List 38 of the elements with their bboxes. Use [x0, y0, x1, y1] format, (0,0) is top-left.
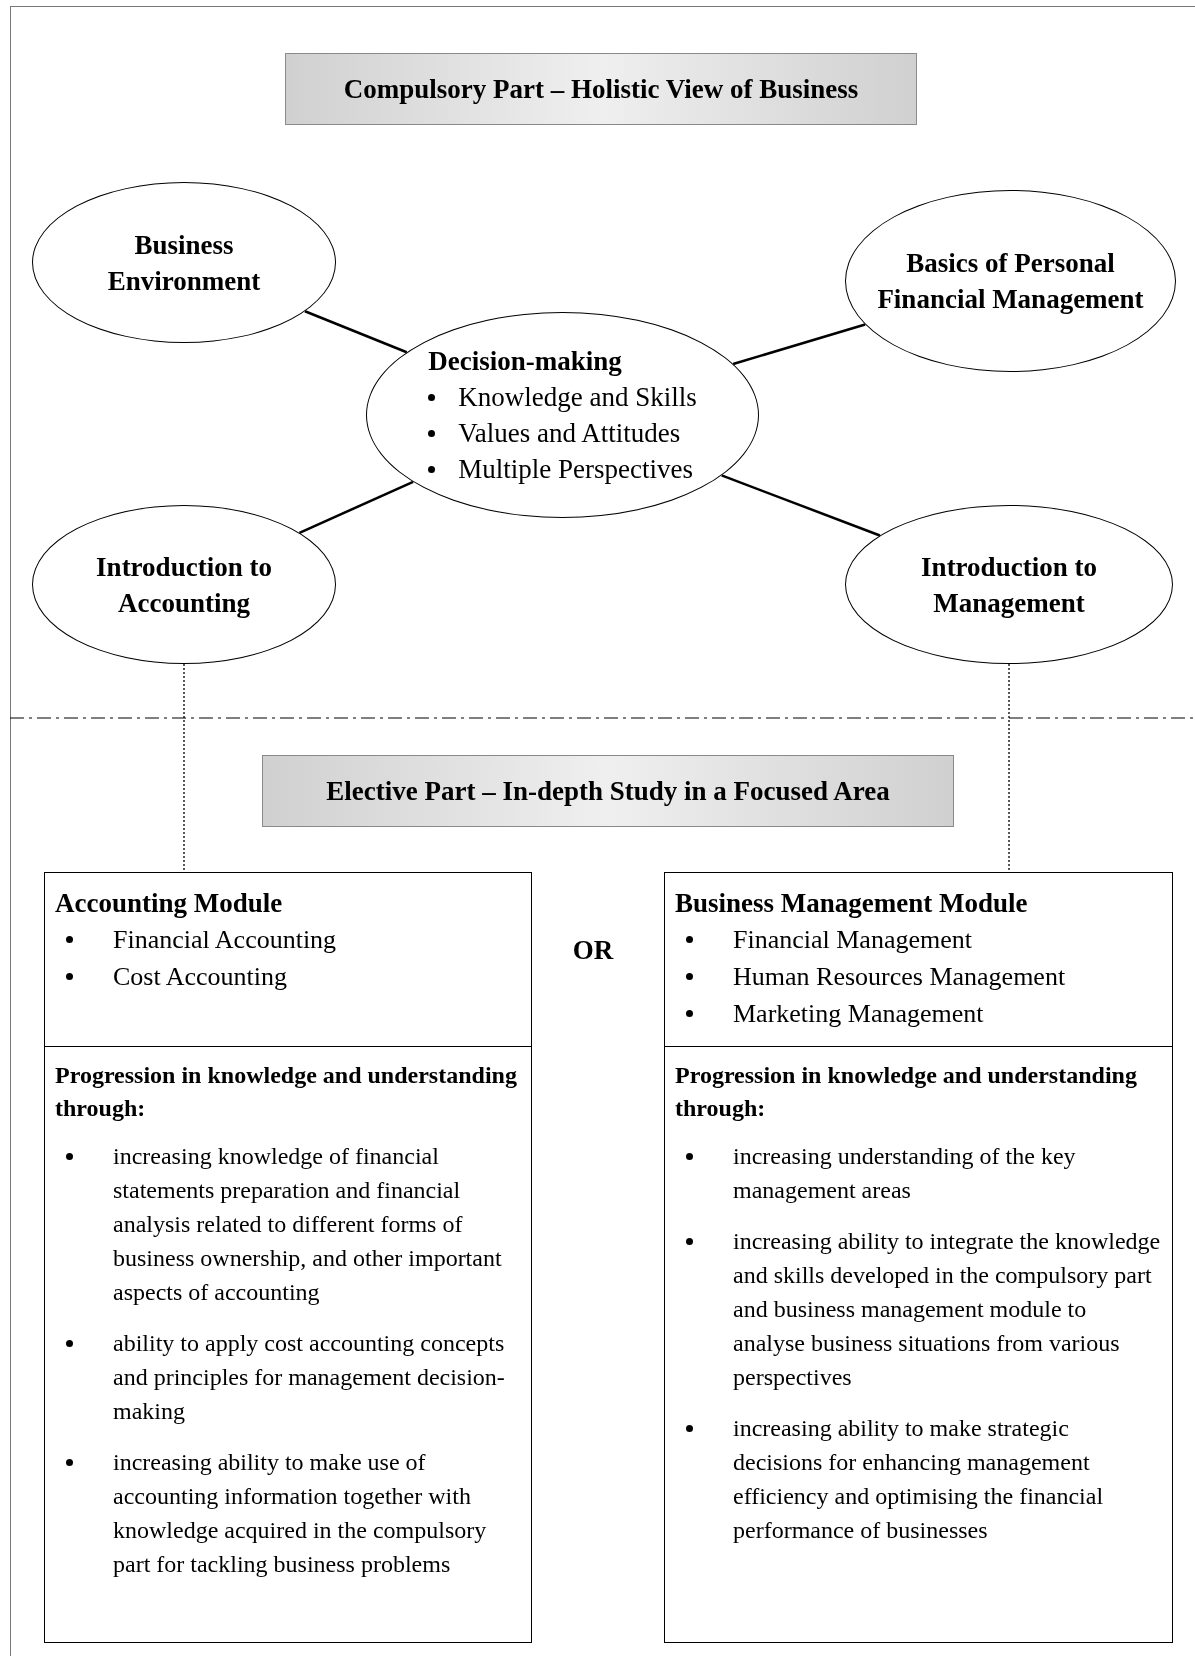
connector-line [304, 310, 408, 354]
list-item: ability to apply cost accounting concepts and principles for management decision-making [113, 1329, 506, 1426]
section-heading: Progression in knowledge and understanding through: [675, 1061, 1138, 1123]
connector-line [721, 474, 881, 537]
progression-box [664, 1046, 1173, 1643]
dotted-connector [1008, 663, 1010, 873]
list-item: increasing knowledge of financial statements preparation and financial analysis related to different forms of business ownership, and other important aspects of accounting [113, 1142, 503, 1307]
section-heading: Progression in knowledge and understanding through: [55, 1061, 518, 1123]
or-label: OR [571, 934, 615, 967]
section-banner [262, 755, 954, 827]
list-item: Financial Management [733, 925, 972, 954]
node-heading: Decision-making [428, 345, 623, 378]
section-banner [285, 53, 917, 125]
connector-line [732, 323, 866, 366]
banner-title: Compulsory Part – Holistic View of Business [343, 72, 859, 106]
list-item: Marketing Management [733, 999, 984, 1028]
progression-box [44, 1046, 532, 1643]
list-item: Values and Attitudes [458, 418, 681, 448]
banner-title: Elective Part – In-depth Study in a Focused Area [326, 774, 890, 808]
module-box [664, 872, 1173, 1047]
module-heading: Business Management Module [675, 887, 1029, 920]
dotted-connector [183, 663, 185, 873]
module-box [44, 872, 532, 1047]
module-heading: Accounting Module [55, 887, 284, 920]
node-label: Basics of Personal Financial Management [876, 247, 1145, 316]
list-item: increasing understanding of the key management areas [733, 1142, 1077, 1205]
list-item: Human Resources Management [733, 962, 1066, 991]
connector-line [298, 480, 414, 534]
list-item: Knowledge and Skills [458, 382, 697, 412]
list-item: increasing ability to integrate the knowledge and skills developed in the compulsory part and business management module to analyse business situations from various perspectives [733, 1227, 1162, 1392]
node-label: Introduction to Accounting [95, 550, 273, 620]
list-item: increasing ability to make strategic decisions for enhancing management efficiency and optimising the financial performance of businesses [733, 1414, 1105, 1545]
list-item: Cost Accounting [113, 962, 288, 991]
list-item: Financial Accounting [113, 925, 337, 954]
list-item: increasing ability to make use of accounting information together with knowledge acquired in the compulsory part for tackling business problems [113, 1448, 488, 1579]
node-label: Business Environment [106, 228, 262, 298]
list-item: Multiple Perspectives [458, 454, 693, 484]
node-label: Introduction to Management [920, 550, 1098, 620]
